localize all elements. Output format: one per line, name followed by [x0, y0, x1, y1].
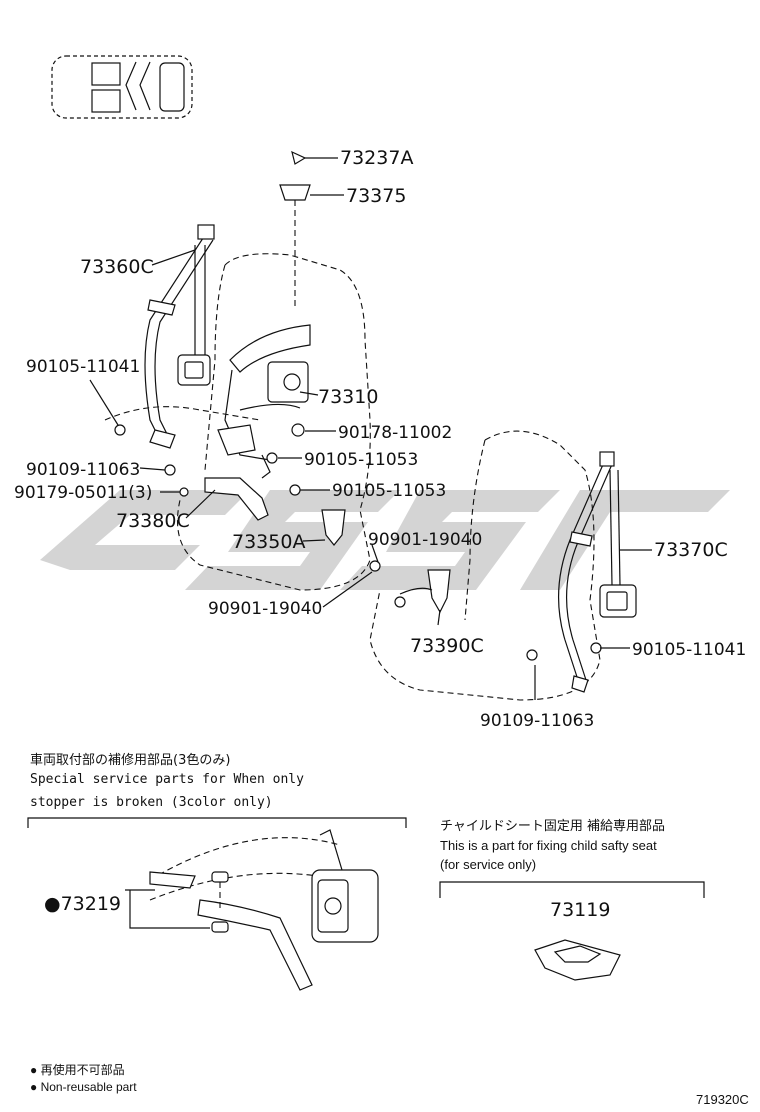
label-73310: 73310 — [318, 386, 378, 408]
child-note-en-line1: This is a part for fixing child safty se… — [440, 838, 657, 853]
child-seat-bracket-illustration — [534, 939, 621, 981]
fasteners — [114, 150, 602, 661]
front-inner-belt-assembly — [217, 324, 311, 479]
special-note-jp: 車両取付部の補修用部品(3色のみ) — [30, 752, 230, 768]
leader-73219 — [125, 889, 210, 929]
label-90105-11041-front: 90105-11041 — [26, 357, 140, 377]
legend-en: ● Non-reusable part — [30, 1080, 137, 1094]
vehicle-position-icon — [51, 55, 193, 119]
label-90109-11063-rear: 90109-11063 — [480, 711, 594, 731]
diagram-code: 719320C — [696, 1092, 749, 1107]
label-73380C: 73380C — [116, 510, 190, 532]
watermark-logo — [40, 490, 730, 590]
label-73119: 73119 — [550, 899, 610, 921]
special-note-bracket — [27, 817, 407, 828]
label-73360C: 73360C — [80, 256, 154, 278]
label-90901-19040-lower: 90901-19040 — [208, 599, 322, 619]
label-90105-11053-upper: 90105-11053 — [304, 450, 418, 470]
label-90105-11041-rear: 90105-11041 — [632, 640, 746, 660]
special-note-en-line2: stopper is broken (3color only) — [30, 795, 273, 810]
label-90109-11063-front: 90109-11063 — [26, 460, 140, 480]
rear-buckle-73390C — [399, 569, 451, 614]
special-note-en-line1: Special service parts for When only — [30, 772, 304, 787]
rear-outer-belt-assembly — [557, 451, 637, 693]
front-outer-belt-assembly — [144, 224, 215, 449]
label-73350A: 73350A — [232, 531, 305, 553]
label-73237A: 73237A — [340, 147, 413, 169]
label-90179-05011: 90179-05011(3) — [14, 483, 152, 503]
front-seat-outline — [104, 253, 371, 591]
child-note-bracket — [439, 881, 705, 898]
legend-jp: ● 再使用不可部品 — [30, 1062, 125, 1077]
lap-belt-anchor-73380C — [204, 477, 269, 521]
label-73375: 73375 — [346, 185, 406, 207]
stopper-illustration — [149, 829, 379, 991]
label-73370C: 73370C — [654, 539, 728, 561]
child-note-en-line2: (for service only) — [440, 857, 536, 872]
child-note-jp: チャイルドシート固定用 補給専用部品 — [440, 819, 665, 834]
front-buckle-73350A — [321, 509, 346, 546]
label-90105-11053-lower: 90105-11053 — [332, 481, 446, 501]
label-73219: ●73219 — [44, 893, 121, 915]
leader-lines — [89, 157, 652, 700]
label-90901-19040-upper: 90901-19040 — [368, 530, 482, 550]
label-73390C: 73390C — [410, 635, 484, 657]
rear-seat-outline — [369, 430, 601, 701]
label-90178-11002: 90178-11002 — [338, 423, 452, 443]
